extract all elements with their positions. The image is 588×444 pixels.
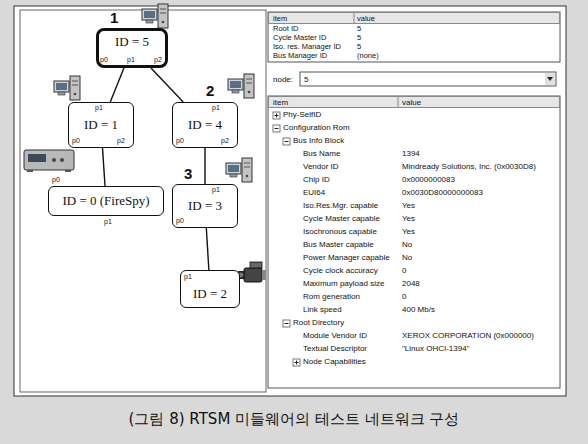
port-label: p2 [154, 56, 162, 63]
table-cell: (none) [357, 52, 379, 60]
computer-icon [226, 158, 252, 182]
table-cell: 5 [304, 76, 308, 84]
port-label: p1 [212, 186, 220, 193]
table-cell: Maximum payload size [303, 280, 384, 288]
port-label: p2 [221, 137, 229, 144]
table-cell: Iso. res. Manager ID [273, 43, 341, 51]
node-label: ID = 0 (FireSpy) [62, 194, 149, 208]
port-label: p1 [95, 104, 103, 111]
node-label: ID = 3 [188, 199, 222, 213]
table-cell: 0 [402, 293, 406, 301]
port-label: p1 [127, 56, 135, 63]
port-label: p1 [184, 273, 192, 280]
port-label: p1 [104, 218, 112, 225]
camcorder-icon [238, 262, 266, 282]
bus-cable [151, 68, 183, 102]
network-node-box: ID = 0 (FireSpy) [48, 186, 164, 216]
table-cell: Module Vendor ID [303, 332, 367, 340]
bus-status-table [268, 12, 560, 62]
computer-icon [228, 74, 254, 98]
node-label: ID = 5 [115, 35, 149, 49]
table-cell: 2048 [402, 280, 420, 288]
table-cell: value [402, 99, 421, 107]
topology-panel [20, 10, 266, 392]
bus-cable [110, 68, 124, 102]
table-cell: 0x0000000083 [402, 176, 455, 184]
callout-number: 2 [206, 83, 214, 98]
table-cell: Textual Descriptor [303, 345, 367, 353]
port-label: p0 [72, 137, 80, 144]
port-label: p0 [176, 217, 184, 224]
table-cell: No [402, 254, 412, 262]
table-cell: 0x0030D80000000083 [402, 189, 483, 197]
port-label: p0 [52, 176, 60, 183]
table-cell: 5 [357, 43, 361, 51]
node-selector [300, 72, 556, 86]
table-cell: Bus Manager ID [273, 52, 327, 60]
table-cell: Yes [402, 202, 415, 210]
table-cell: 1394 [402, 150, 420, 158]
table-cell: No [402, 241, 412, 249]
table-cell: item [273, 15, 287, 23]
table-cell: EUI64 [303, 189, 325, 197]
table-cell: XEROX CORPORATION (0x000000) [402, 332, 534, 340]
callout-number: 1 [110, 10, 118, 25]
table-cell: Iso.Res.Mgr. capable [303, 202, 378, 210]
table-cell: 5 [357, 34, 361, 42]
table-cell: item [273, 99, 288, 107]
table-cell: Node Capabilities [303, 358, 366, 366]
table-cell: Cycle clock accuracy [303, 267, 378, 275]
table-cell: Bus Info Block [293, 137, 344, 145]
computer-icon [54, 76, 80, 100]
table-cell: Phy-SelfID [283, 111, 321, 119]
table-cell: node: [273, 76, 293, 84]
table-cell: Vendor ID [303, 163, 339, 171]
node-label: ID = 2 [193, 287, 227, 301]
table-cell: Isochronous capable [303, 228, 377, 236]
table-cell: Power Manager capable [303, 254, 390, 262]
table-cell: Bus Master capable [303, 241, 374, 249]
table-cell: "Linux OHCI-1394" [402, 345, 470, 353]
port-label: p1 [212, 104, 220, 111]
table-cell: Yes [402, 228, 415, 236]
table-cell: 400 Mb/s [402, 306, 435, 314]
table-cell: Bus Name [303, 150, 340, 158]
table-cell: Root Directory [293, 319, 344, 327]
table-cell: value [357, 15, 375, 23]
figure-frame [14, 6, 566, 396]
table-cell: Mindready Solutions, Inc. (0x0030D8) [402, 163, 536, 171]
table-cell: Configuration Rom [283, 124, 350, 132]
port-label: p2 [117, 137, 125, 144]
table-cell: Rom generation [303, 293, 360, 301]
computer-icon [142, 4, 168, 28]
bus-cable [103, 148, 106, 186]
table-cell: Cycle Master capable [303, 215, 380, 223]
table-cell: Root ID [273, 25, 298, 33]
port-label: p0 [100, 56, 108, 63]
figure-caption: (그림 8) RTSM 미들웨어의 테스트 네트워크 구성 [0, 410, 588, 428]
bus-cable [206, 228, 209, 270]
bus-cable [204, 148, 205, 184]
callout-number: 3 [184, 166, 192, 181]
table-cell: Yes [402, 215, 415, 223]
config-rom-tree [268, 96, 560, 388]
table-cell: Chip ID [303, 176, 330, 184]
table-cell: 5 [357, 25, 361, 33]
node-label: ID = 4 [188, 118, 222, 132]
node-label: ID = 1 [84, 118, 118, 132]
port-label: p0 [176, 137, 184, 144]
firespy-analyzer-icon [24, 150, 74, 172]
table-cell: 0 [402, 267, 406, 275]
table-cell: Cycle Master ID [273, 34, 326, 42]
table-cell: Link speed [303, 306, 342, 314]
